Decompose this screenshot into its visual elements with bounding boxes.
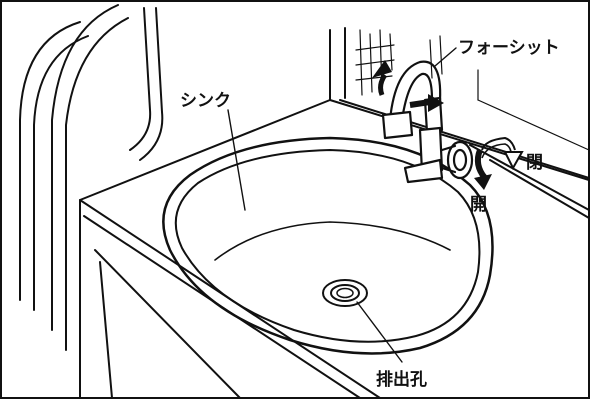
valve-arrows (474, 136, 524, 190)
open-label: 開 (470, 195, 487, 215)
swivel-arrows (372, 60, 444, 112)
faucet (381, 60, 474, 184)
wall-tiles (355, 29, 590, 151)
close-label: 閉 (526, 153, 543, 173)
drain-hole (322, 279, 368, 307)
sink-basin (162, 136, 494, 355)
drain-label: 排出孔 (376, 369, 427, 390)
sink-label: シンク (180, 91, 231, 111)
left-arch-wall (19, 4, 164, 351)
faucet-label: フォーシット (458, 38, 560, 58)
leader-lines (227, 47, 457, 363)
